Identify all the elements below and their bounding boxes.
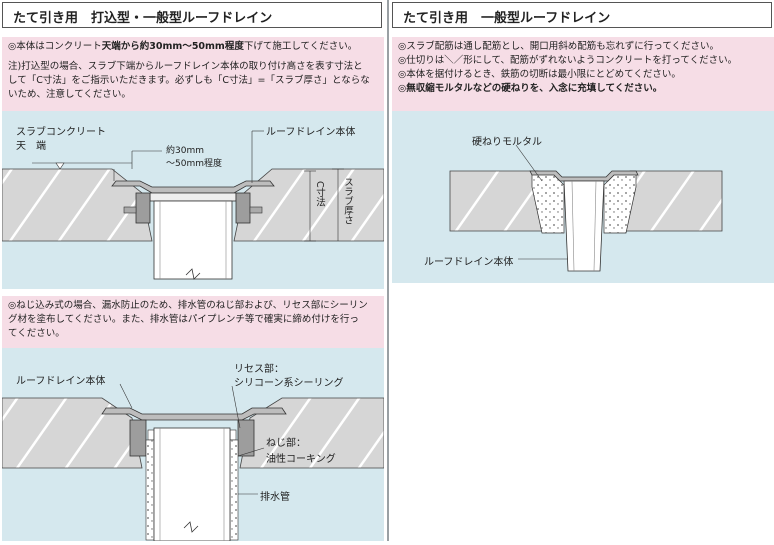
right-note-line2: ◎仕切りは＼／形にして、配筋がずれないようコンクリートを打ってください。 (398, 55, 738, 66)
drain-general-diagram (449, 144, 723, 272)
label-screw-1: ねじ部： (266, 438, 306, 449)
note2-line1: ◎ねじ込み式の場合、漏水防止のため、排水管のねじ部および、リセス部にシーリン (8, 300, 368, 311)
note2-line2: グ材を塗布してください。また、排水管はパイプレンチ等で確実に締め付けを行っ (8, 314, 359, 325)
left-diagram-1-panel: スラブコンクリート 天 端 約30mm ～50mm程度 ルーフドレイン本体 C寸… (1, 111, 385, 289)
label-slab-concrete: スラブコンクリート (16, 127, 106, 138)
note2-line3: てください。 (8, 328, 65, 339)
label-recess-2: シリコーン系シーリング (234, 378, 344, 389)
note1-line1: ◎本体はコンクリート天端から約30mm～50mm程度下げて施工してください。 (8, 41, 358, 52)
label-c-dimension: C寸法 (314, 181, 325, 207)
note1-line4: いため、注意してください。 (8, 89, 131, 100)
left-note-2: ◎ねじ込み式の場合、漏水防止のため、排水管のねじ部および、リセス部にシーリン グ… (2, 296, 384, 348)
left-title: たて引き用 打込型・一般型ルーフドレイン (2, 2, 382, 28)
right-note: ◎スラブ配筋は通し配筋とし、開口用斜め配筋も忘れずに行ってください。 ◎仕切りは… (392, 37, 774, 111)
note1-line3: して「C寸法」をご指示いただきます。必ずしも「C寸法」=「スラブ厚さ」とならな (8, 75, 370, 86)
right-diagram-panel: 硬ねりモルタル ルーフドレイン本体 (392, 111, 774, 283)
right-note-line1: ◎スラブ配筋は通し配筋とし、開口用斜め配筋も忘れずに行ってください。 (398, 41, 720, 52)
label-stiff-mortar: 硬ねりモルタル (472, 137, 542, 148)
right-title: たて引き用 一般型ルーフドレイン (392, 2, 772, 28)
left-note-1: ◎本体はコンクリート天端から約30mm～50mm程度下げて施工してください。 注… (2, 37, 384, 111)
note1-line2: 注)打込型の場合、スラブ下端からルーフドレイン本体の取り付け高さを表す寸法と (8, 61, 363, 72)
right-note-line3: ◎本体を据付けるとき、鉄筋の切断は最小限にとどめてください。 (398, 69, 681, 80)
label-screw-2: 油性コーキング (266, 454, 336, 465)
left-diagram-2-panel: ルーフドレイン本体 リセス部： シリコーン系シーリング ねじ部： 油性コーキング… (1, 348, 385, 542)
label-drain-body: ルーフドレイン本体 (266, 127, 356, 138)
label-drain-body-2: ルーフドレイン本体 (16, 376, 106, 387)
label-top-surface: 天 端 (16, 141, 46, 152)
label-dimension-1: 約30mm (166, 146, 204, 156)
label-dimension-2: ～50mm程度 (166, 159, 222, 169)
right-note-line4: ◎無収縮モルタルなどの硬ねりを、入念に充填してください。 (398, 83, 663, 94)
column-divider (387, 0, 389, 541)
label-drain-pipe: 排水管 (260, 492, 290, 503)
label-slab-thickness: スラブ厚さ (342, 177, 353, 225)
drain-screw-diagram (1, 383, 385, 542)
label-drain-body-3: ルーフドレイン本体 (424, 257, 514, 268)
label-recess-1: リセス部： (234, 364, 284, 375)
